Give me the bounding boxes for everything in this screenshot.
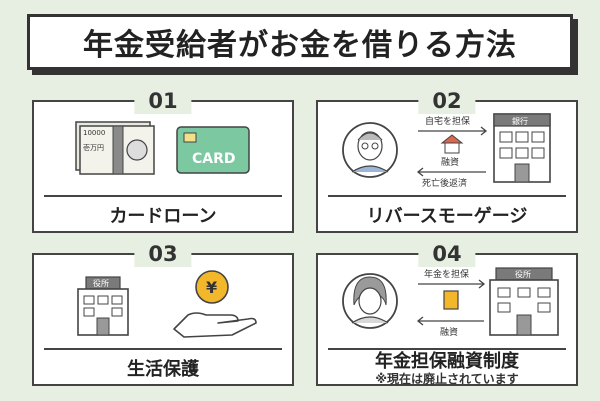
pension-book-icon: [443, 290, 459, 310]
card-label: CARD: [192, 151, 236, 167]
abolished-note: ※現在は廃止されています: [375, 372, 519, 386]
collateral-label: 年金を担保: [424, 268, 469, 280]
banknote-label: 壱万円: [83, 143, 104, 152]
banknote-icon: 10000 壱万円: [75, 121, 155, 175]
panel-caption: 年金担保融資制度 ※現在は廃止されています: [318, 350, 576, 388]
panel-divider: [44, 195, 282, 197]
panel-caption: 生活保護: [127, 359, 199, 380]
panel-card-loan: 01 10000 壱万円 CARD カードローン: [32, 88, 294, 233]
panel-reverse-mortgage: 02 自宅を担保 融資 死亡後返済 銀行: [316, 88, 578, 233]
elderly-woman-icon: [342, 273, 398, 329]
panel-caption-main: 年金担保融資制度: [375, 351, 519, 372]
panel-number: 03: [134, 241, 192, 267]
title-banner: 年金受給者がお金を借りる方法: [27, 14, 573, 70]
yen-coin-icon: ¥: [195, 270, 229, 304]
panel-caption: リバースモーゲージ: [366, 206, 528, 227]
panel-illustration: 役所 ¥: [77, 270, 257, 338]
panel-illustration: 年金を担保 融資 役所: [342, 267, 559, 338]
loan-label: 融資: [440, 326, 458, 338]
office-sign: 役所: [515, 269, 531, 279]
panel-divider: [328, 195, 566, 197]
collateral-label: 自宅を担保: [425, 115, 470, 127]
panel-illustration: 10000 壱万円 CARD: [75, 121, 250, 175]
elderly-man-icon: [342, 122, 398, 178]
panel-number: 02: [418, 88, 476, 114]
panel-number: 04: [418, 241, 476, 267]
coin-symbol: ¥: [206, 278, 217, 297]
bank-sign: 銀行: [512, 116, 528, 126]
house-icon: [440, 134, 464, 154]
panel-number: 01: [134, 88, 192, 114]
panel-illustration: 自宅を担保 融資 死亡後返済 銀行: [342, 113, 551, 189]
page-title: 年金受給者がお金を借りる方法: [83, 28, 517, 63]
panel-caption: カードローン: [109, 206, 217, 227]
bank-building-icon: 銀行: [493, 113, 551, 183]
panel-welfare: 03 役所 ¥ 生活保護: [32, 241, 294, 386]
panel-pension-loan: 04 年金を担保 融資 役所 年金担保融資制度 ※: [316, 241, 578, 388]
panel-divider: [44, 348, 282, 350]
office-sign: 役所: [93, 278, 109, 288]
credit-card-icon: CARD: [176, 126, 250, 174]
panel-divider: [328, 348, 566, 350]
repayment-label: 死亡後返済: [422, 177, 467, 189]
banknote-number: 10000: [83, 129, 105, 137]
hand-icon: [173, 312, 257, 338]
government-office-icon: 役所: [77, 276, 129, 336]
loan-label: 融資: [441, 156, 459, 168]
government-office-icon: 役所: [489, 267, 559, 336]
